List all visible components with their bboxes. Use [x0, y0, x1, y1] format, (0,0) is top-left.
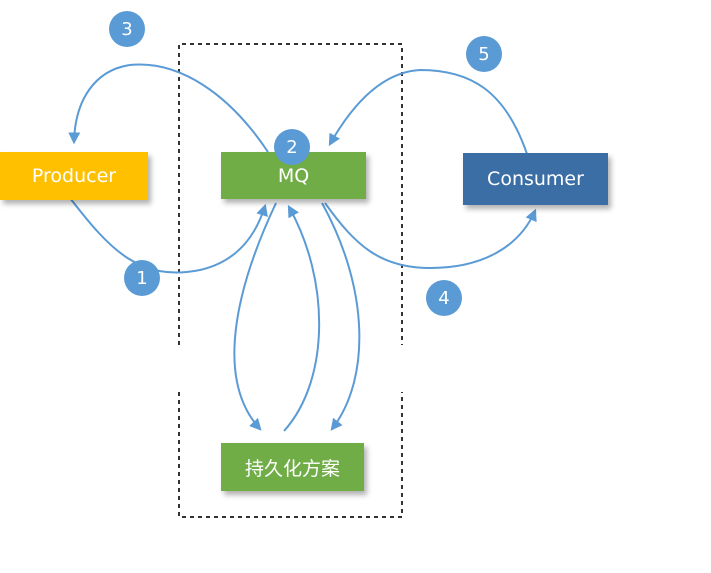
step-badge-3: 3	[109, 11, 145, 47]
step-badge-1: 1	[124, 260, 160, 296]
step-badge-4-label: 4	[438, 287, 450, 309]
producer-node: Producer	[0, 152, 148, 200]
arrow-producer-to-mq	[69, 197, 268, 274]
arrow-mq-to-persist-left	[233, 202, 277, 431]
dashed-boundary	[178, 43, 403, 518]
arrow-mq-to-producer	[68, 63, 269, 153]
arrow-consumer-to-mq	[328, 68, 528, 155]
arrow-mq-to-consumer	[324, 202, 537, 270]
mq-label: MQ	[277, 164, 310, 187]
persistence-node: 持久化方案	[221, 443, 364, 491]
step-badge-5-label: 5	[478, 43, 490, 65]
dashed-boundary-top	[178, 43, 403, 345]
arrow-persist-to-mq	[283, 204, 321, 432]
step-badge-4: 4	[426, 280, 462, 316]
producer-label: Producer	[31, 165, 117, 187]
consumer-node: Consumer	[463, 153, 608, 205]
step-badge-3-label: 3	[121, 18, 133, 40]
consumer-label: Consumer	[487, 168, 584, 190]
arrow-mq-to-persist-right	[321, 202, 361, 431]
step-badge-5: 5	[466, 36, 502, 72]
dashed-boundary-bottom	[178, 392, 403, 518]
step-badge-1-label: 1	[136, 267, 148, 289]
step-badge-2-label: 2	[286, 136, 298, 158]
step-badge-2: 2	[274, 129, 310, 165]
persistence-label: 持久化方案	[244, 457, 340, 480]
